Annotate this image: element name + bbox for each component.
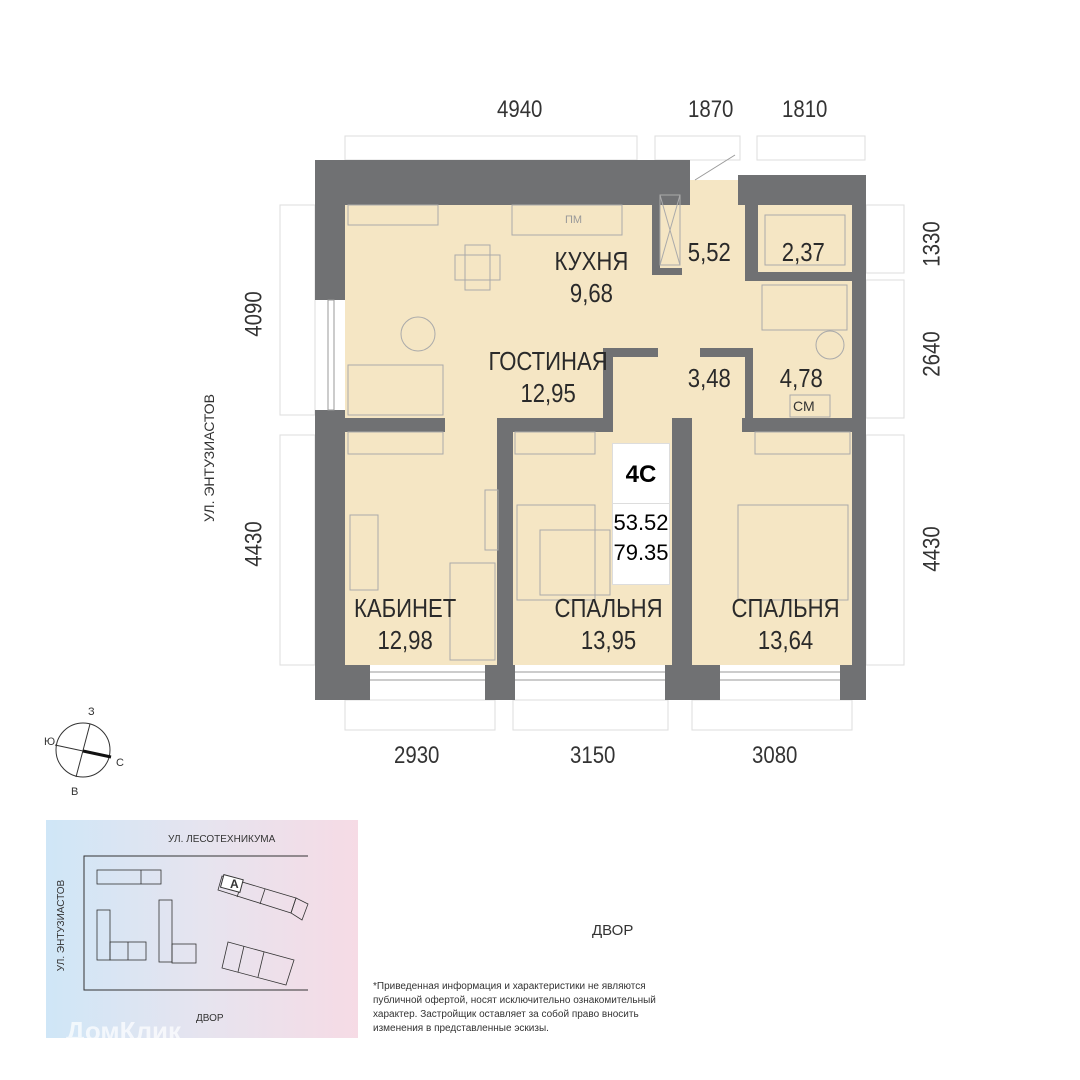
dishwasher-label: ПМ xyxy=(565,214,583,226)
dim-bottom-2: 3150 xyxy=(570,742,616,769)
dimension-guides xyxy=(279,135,905,731)
street-left-label: УЛ. ЭНТУЗИАСТОВ xyxy=(201,393,218,523)
dim-top-1: 4940 xyxy=(497,96,543,123)
disclaimer: *Приведенная информация и характеристики… xyxy=(373,981,656,1034)
room-bathroom: 4,78 xyxy=(779,363,823,393)
walls xyxy=(315,160,866,700)
watermark: ДомКлик xyxy=(66,1016,181,1046)
dim-right-1: 1330 xyxy=(918,221,946,267)
room-corridor: 3,48 xyxy=(687,363,731,393)
yard-label: ДВОР xyxy=(592,922,634,939)
dim-top-2: 1870 xyxy=(688,96,734,123)
compass-icon xyxy=(54,722,112,778)
compass-west: З xyxy=(88,706,95,718)
site-plan: УЛ. ЛЕСОТЕХНИКУМА УЛ. ЭНТУЗИАСТОВ ДВОР А… xyxy=(46,820,358,1046)
dim-left-2: 4430 xyxy=(240,521,268,567)
room-wc: 2,37 xyxy=(781,237,825,267)
dim-left-1: 4090 xyxy=(240,291,268,337)
floor-area xyxy=(345,205,852,665)
unit-type: 4С xyxy=(625,461,657,488)
dim-right-3: 4430 xyxy=(918,526,946,572)
compass-north: С xyxy=(116,757,124,769)
room-hall: 5,52 xyxy=(687,237,731,267)
unit-info-card: 4С 53.52 79.35 xyxy=(612,443,670,585)
building-marker: А xyxy=(230,877,239,891)
washer-label: СМ xyxy=(793,398,815,414)
dim-bottom-1: 2930 xyxy=(394,742,440,769)
dim-right-2: 2640 xyxy=(918,331,946,377)
dim-top-3: 1810 xyxy=(782,96,828,123)
windows xyxy=(327,154,840,681)
site-street-top: УЛ. ЛЕСОТЕХНИКУМА xyxy=(168,834,276,845)
compass-east: В xyxy=(71,786,79,798)
living-area: 53.52 xyxy=(613,510,669,535)
dim-bottom-3: 3080 xyxy=(752,742,798,769)
furniture xyxy=(347,194,851,661)
compass-south: Ю xyxy=(44,736,56,748)
total-area: 79.35 xyxy=(613,540,669,565)
site-yard: ДВОР xyxy=(196,1013,224,1024)
